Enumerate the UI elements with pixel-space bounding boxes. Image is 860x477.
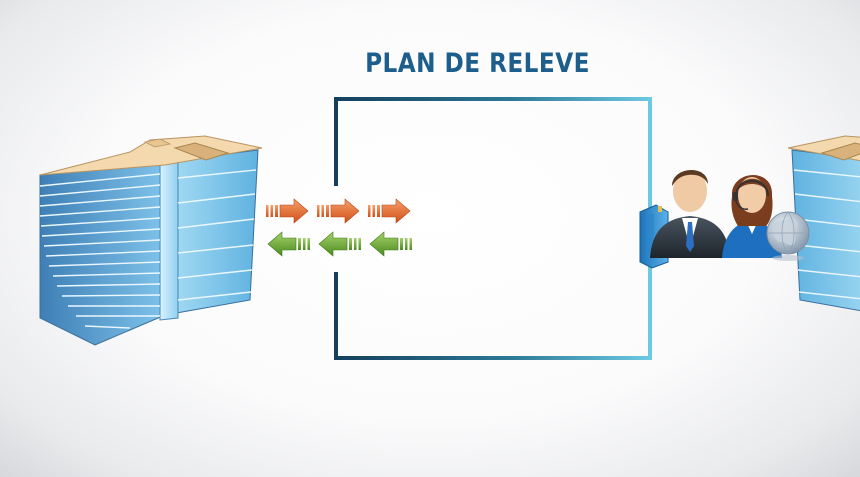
arrow-right-icon [367,198,411,224]
arrow-right-icon [265,198,309,224]
arrow-right-icon [316,198,360,224]
businessman-icon [650,169,730,258]
arrow-left-icon [267,231,311,257]
arrow-left-icon [369,231,413,257]
diagram-title: PLAN DE RELEVE [365,48,590,79]
globe-icon [766,211,810,261]
building-icon [39,135,263,346]
recovery-site-frame [334,97,652,360]
arrow-left-icon [318,231,362,257]
